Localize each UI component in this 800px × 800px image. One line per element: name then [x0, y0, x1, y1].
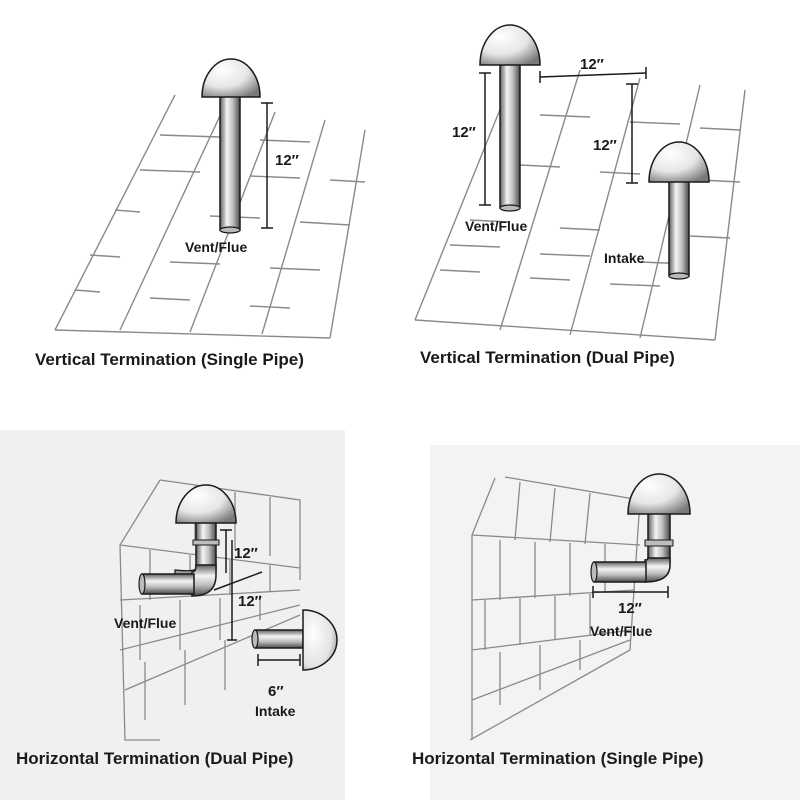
vent-flue-label: Vent/Flue: [114, 615, 176, 631]
vent-flue-label: Vent/Flue: [185, 239, 247, 255]
dimension-line-clearance: [592, 586, 669, 598]
dimension-label-vent-height: 12″: [452, 124, 476, 141]
brick-wall-single: [469, 476, 641, 741]
caption-vertical-dual: Vertical Termination (Dual Pipe): [420, 348, 675, 367]
intake-label: Intake: [255, 703, 296, 719]
panel-background-left: [0, 430, 345, 800]
dimension-label-intake-depth: 6″: [268, 683, 284, 700]
roof-grid-single: [54, 94, 366, 339]
dimension-label-lower: 12″: [238, 593, 262, 610]
caption-horizontal-dual: Horizontal Termination (Dual Pipe): [16, 749, 293, 768]
intake-pipe-vertical-dual: [648, 141, 710, 280]
vent-pipe-horizontal-single: [590, 473, 691, 583]
dimension-label-upper: 12″: [234, 545, 258, 562]
vent-flue-label: Vent/Flue: [465, 218, 527, 234]
roof-grid-dual: [414, 59, 746, 341]
vent-pipe-vertical-single: [201, 58, 261, 234]
vent-pipe-vertical-dual: [479, 24, 541, 212]
vent-pipe-horizontal-dual: [138, 484, 237, 597]
caption-horizontal-single: Horizontal Termination (Single Pipe): [412, 749, 704, 768]
dimension-label-clearance: 12″: [618, 600, 642, 617]
dimension-label-separation: 12″: [580, 56, 604, 73]
caption-vertical-single: Vertical Termination (Single Pipe): [35, 350, 304, 369]
dimension-lines-dual: [479, 67, 647, 206]
dimension-lines-horizontal-dual: [213, 529, 301, 666]
dimension-label-height: 12″: [275, 152, 299, 169]
dimension-line-height: [261, 102, 273, 229]
intake-pipe-horizontal-dual: [251, 609, 338, 671]
dimension-label-intake-offset: 12″: [593, 137, 617, 154]
intake-label: Intake: [604, 250, 645, 266]
panel-background-right: [430, 445, 800, 800]
vent-flue-label: Vent/Flue: [590, 623, 652, 639]
